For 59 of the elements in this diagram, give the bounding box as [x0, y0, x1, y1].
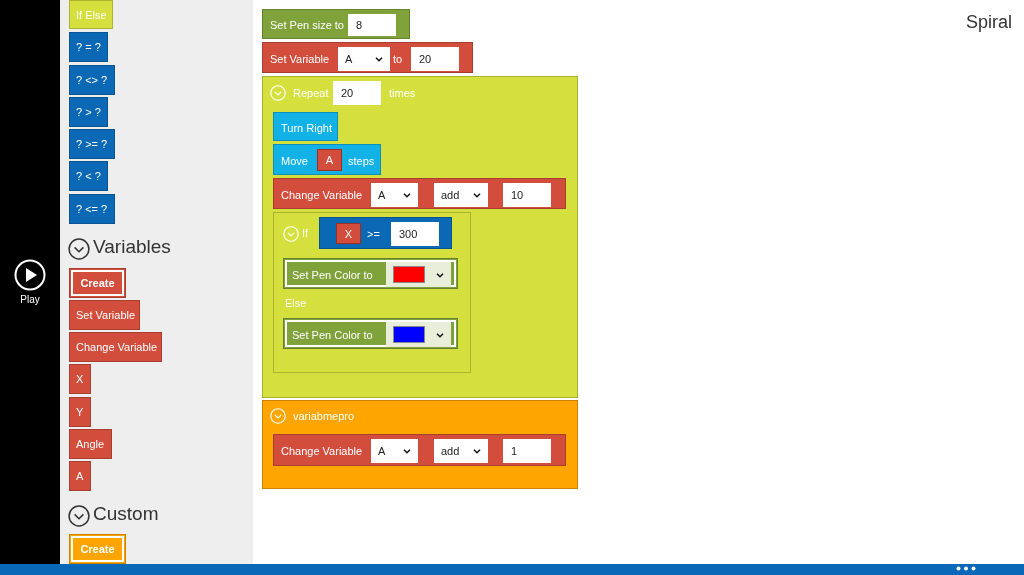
command-block — [273, 178, 566, 209]
block-label: Turn Right — [281, 120, 333, 136]
block-label: If — [302, 226, 310, 241]
number-field: 20 — [333, 81, 381, 105]
condition-block — [319, 217, 452, 249]
block-label: to — [393, 51, 404, 67]
block-label: Set Pen Color to — [292, 327, 374, 343]
command-block — [283, 258, 458, 289]
block-label: Set Variable — [270, 51, 331, 67]
number-field: 300 — [391, 222, 439, 246]
number-field: 8 — [348, 14, 396, 36]
dropdown: A — [371, 183, 418, 207]
command-block — [273, 144, 381, 175]
variable-block: Y — [69, 397, 91, 427]
block-label: Set Pen size to — [270, 18, 345, 33]
block-label: Repeat — [293, 86, 330, 101]
command-block — [262, 9, 410, 39]
command-block: ? = ? — [69, 32, 108, 62]
dropdown: add — [434, 439, 488, 463]
dropdown: A — [338, 47, 390, 71]
create-button: Create — [69, 534, 126, 564]
block-label: Change Variable — [281, 444, 364, 459]
command-block — [273, 434, 566, 466]
command-block: ? <> ? — [69, 65, 115, 95]
section-heading: Custom — [93, 503, 159, 525]
page-title: Spiral — [965, 12, 1012, 33]
block-label: variabmepro — [293, 409, 356, 424]
command-block — [262, 42, 473, 73]
section-heading: Variables — [93, 236, 171, 258]
loop-block — [262, 76, 578, 398]
block-label: Change Variable — [281, 187, 364, 203]
command-block: ? < ? — [69, 161, 108, 191]
command-block: If Else — [69, 0, 113, 29]
command-block: ? >= ? — [69, 129, 115, 159]
procedure-block — [262, 400, 578, 489]
block-label: steps — [348, 153, 376, 169]
block-label: Move — [281, 153, 309, 169]
command-block: ? <= ? — [69, 194, 115, 224]
variable-block: Angle — [69, 429, 112, 459]
dropdown: add — [434, 183, 488, 207]
dropdown: A — [371, 439, 418, 463]
command-block — [273, 112, 338, 141]
variable-chip: A — [317, 149, 342, 171]
command-block — [283, 318, 458, 349]
command-block: Set Variable — [69, 300, 140, 330]
block-label: >= — [367, 227, 381, 242]
variable-block: X — [69, 364, 91, 394]
command-block: Change Variable — [69, 332, 162, 362]
block-label: Else — [285, 296, 308, 311]
if-else-block — [273, 212, 471, 373]
variable-chip: X — [336, 223, 361, 244]
number-field: 10 — [503, 183, 551, 207]
variable-block: A — [69, 461, 91, 491]
block-label: times — [389, 86, 417, 101]
number-field: 20 — [411, 47, 459, 71]
number-field: 1 — [503, 439, 551, 463]
block-label: Set Pen Color to — [292, 267, 374, 283]
create-button: Create — [69, 268, 126, 298]
command-block: ? > ? — [69, 97, 108, 127]
